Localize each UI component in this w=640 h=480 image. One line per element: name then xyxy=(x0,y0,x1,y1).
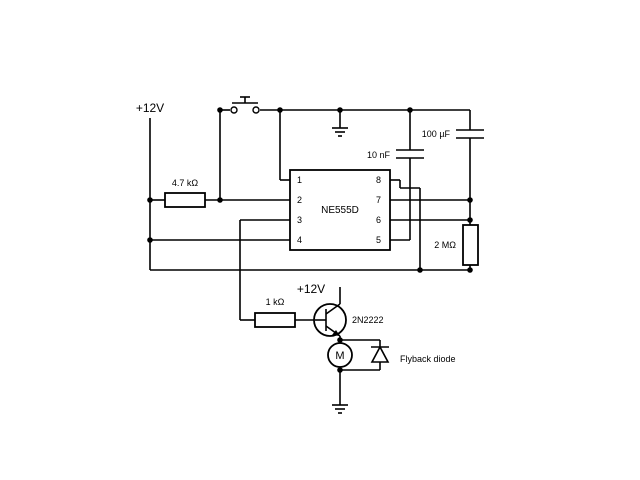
ic-pin-label: 1 xyxy=(297,175,302,185)
capacitor-100uf-label: 100 µF xyxy=(422,129,451,139)
transistor-2n2222 xyxy=(313,287,347,343)
ic-name-label: NE555D xyxy=(321,205,359,216)
ic-pin-label: 8 xyxy=(376,175,381,185)
capacitor-100uf xyxy=(456,129,484,139)
ic-ne555 xyxy=(289,169,391,251)
capacitor-10nf-label: 10 nF xyxy=(367,150,391,160)
resistor-4k7 xyxy=(164,192,206,208)
motor xyxy=(327,342,353,368)
ic-pin-label: 4 xyxy=(297,235,302,245)
ground-symbol-bottom xyxy=(332,404,348,414)
capacitor-10nf xyxy=(396,149,424,159)
flyback-diode-symbol xyxy=(370,345,390,363)
junctions xyxy=(147,107,473,373)
ic-pin-label: 6 xyxy=(376,215,381,225)
resistor-2m-label: 2 MΩ xyxy=(434,240,456,250)
resistor-2m xyxy=(462,224,479,266)
resistor-1k-label: 1 kΩ xyxy=(266,297,285,307)
ic-pin-label: 7 xyxy=(376,195,381,205)
motor-label: M xyxy=(335,350,344,362)
transistor-label: 2N2222 xyxy=(352,315,384,325)
ic-pin-label: 2 xyxy=(297,195,302,205)
push-button-switch xyxy=(230,96,260,114)
ic-pin-label: 5 xyxy=(376,235,381,245)
resistor-1k xyxy=(254,312,296,328)
ic-pin-label: 3 xyxy=(297,215,302,225)
supply-label-top: +12V xyxy=(136,101,164,115)
supply-label-transistor: +12V xyxy=(297,282,325,296)
resistor-4k7-label: 4.7 kΩ xyxy=(172,178,199,188)
flyback-diode-label: Flyback diode xyxy=(400,354,456,364)
ground-symbol-top xyxy=(332,127,348,137)
wires-upper xyxy=(149,109,471,321)
